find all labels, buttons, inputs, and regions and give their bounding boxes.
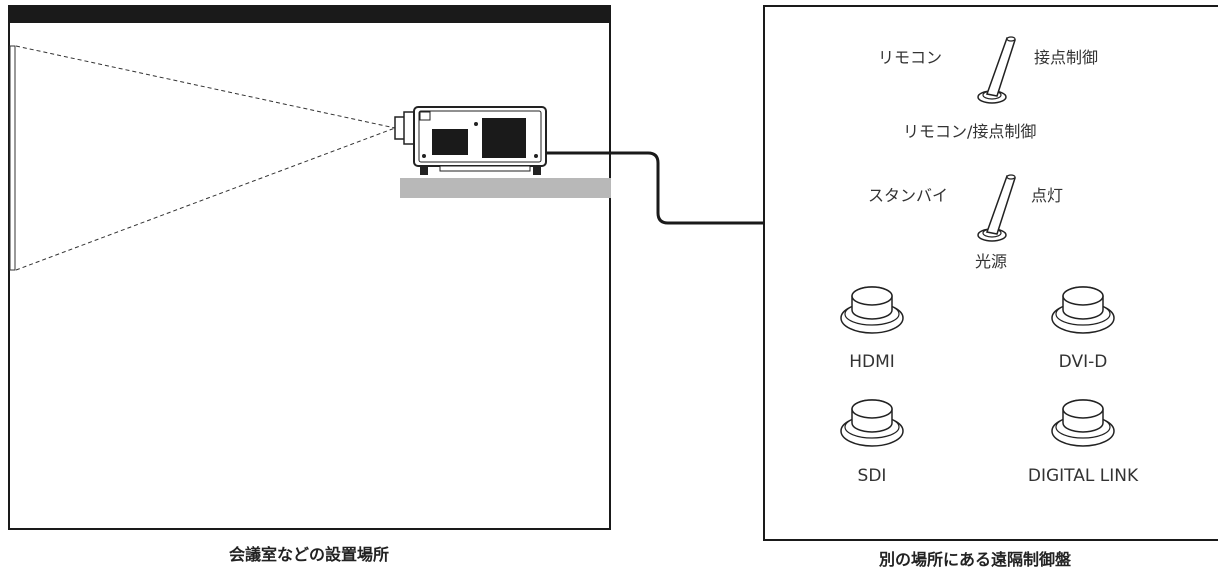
projection-screen [9, 45, 16, 271]
dvi-d-button-label: DVI-D [1058, 352, 1108, 372]
switch-on-label: 点灯 [1031, 186, 1064, 205]
switch-standby-label: スタンバイ [868, 186, 949, 205]
switch-contact-label: 接点制御 [1034, 48, 1099, 67]
remote-control-panel [763, 5, 1218, 541]
hdmi-push-button [840, 286, 904, 334]
control-cable [546, 151, 763, 225]
dvi-d-push-button [1051, 286, 1115, 334]
switch-remote-contact-name: リモコン/接点制御 [903, 122, 1037, 141]
beam-bottom [15, 127, 396, 271]
projector-icon [394, 106, 547, 175]
switch-light-source-name: 光源 [975, 252, 1008, 271]
hdmi-button-label: HDMI [849, 352, 895, 372]
digital-link-button-label: DIGITAL LINK [1027, 466, 1139, 486]
light-source-toggle-switch [977, 174, 1016, 242]
control-panel-caption: 別の場所にある遠隔制御盤 [879, 550, 1072, 569]
beam-top [15, 45, 396, 129]
mounting-shelf [400, 178, 611, 198]
ceiling-bar [10, 7, 609, 23]
switch-remote-label: リモコン [878, 48, 943, 67]
installation-room [8, 5, 611, 530]
sdi-push-button [840, 399, 904, 447]
installation-site-caption: 会議室などの設置場所 [229, 545, 390, 564]
digital-link-push-button [1051, 399, 1115, 447]
remote-contact-toggle-switch [977, 36, 1016, 104]
sdi-button-label: SDI [857, 466, 887, 486]
